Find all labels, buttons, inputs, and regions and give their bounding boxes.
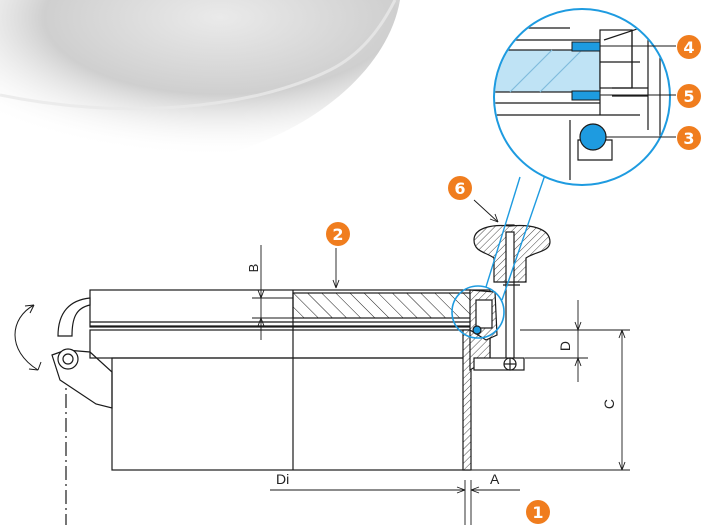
svg-text:3: 3 [683,129,694,148]
svg-text:2: 2 [332,225,343,244]
dim-label-c: C [601,399,617,409]
vessel-wall [462,329,472,471]
dimension-lines [252,199,630,525]
main-section [14,171,551,525]
hinge-arm [57,297,91,337]
svg-text:1: 1 [532,503,543,522]
o-ring-zoom [579,123,607,151]
dim-label-b: B [246,264,261,273]
svg-text:5: 5 [683,87,694,106]
rotation-arrow [14,304,39,371]
vessel-body [111,357,471,471]
dim-label-di: Di [276,471,289,487]
frame-ring [89,329,491,359]
callout-6: 6 [448,176,472,200]
o-ring-main [472,325,482,335]
svg-text:6: 6 [454,179,465,198]
callout-5: 5 [677,84,701,108]
sight-glass-section [292,292,474,319]
zoom-detail [493,8,676,186]
callout-1: 1 [526,500,550,524]
callout-4: 4 [677,35,701,59]
svg-text:4: 4 [683,38,694,57]
detail-circle [451,285,505,339]
gasket-top [571,41,601,52]
dim-label-d: D [557,341,573,351]
metal-photo [0,0,400,175]
callout-3: 3 [677,126,701,150]
gasket-bottom [571,90,601,101]
dim-label-a: A [490,471,500,487]
callout-2: 2 [326,222,350,246]
